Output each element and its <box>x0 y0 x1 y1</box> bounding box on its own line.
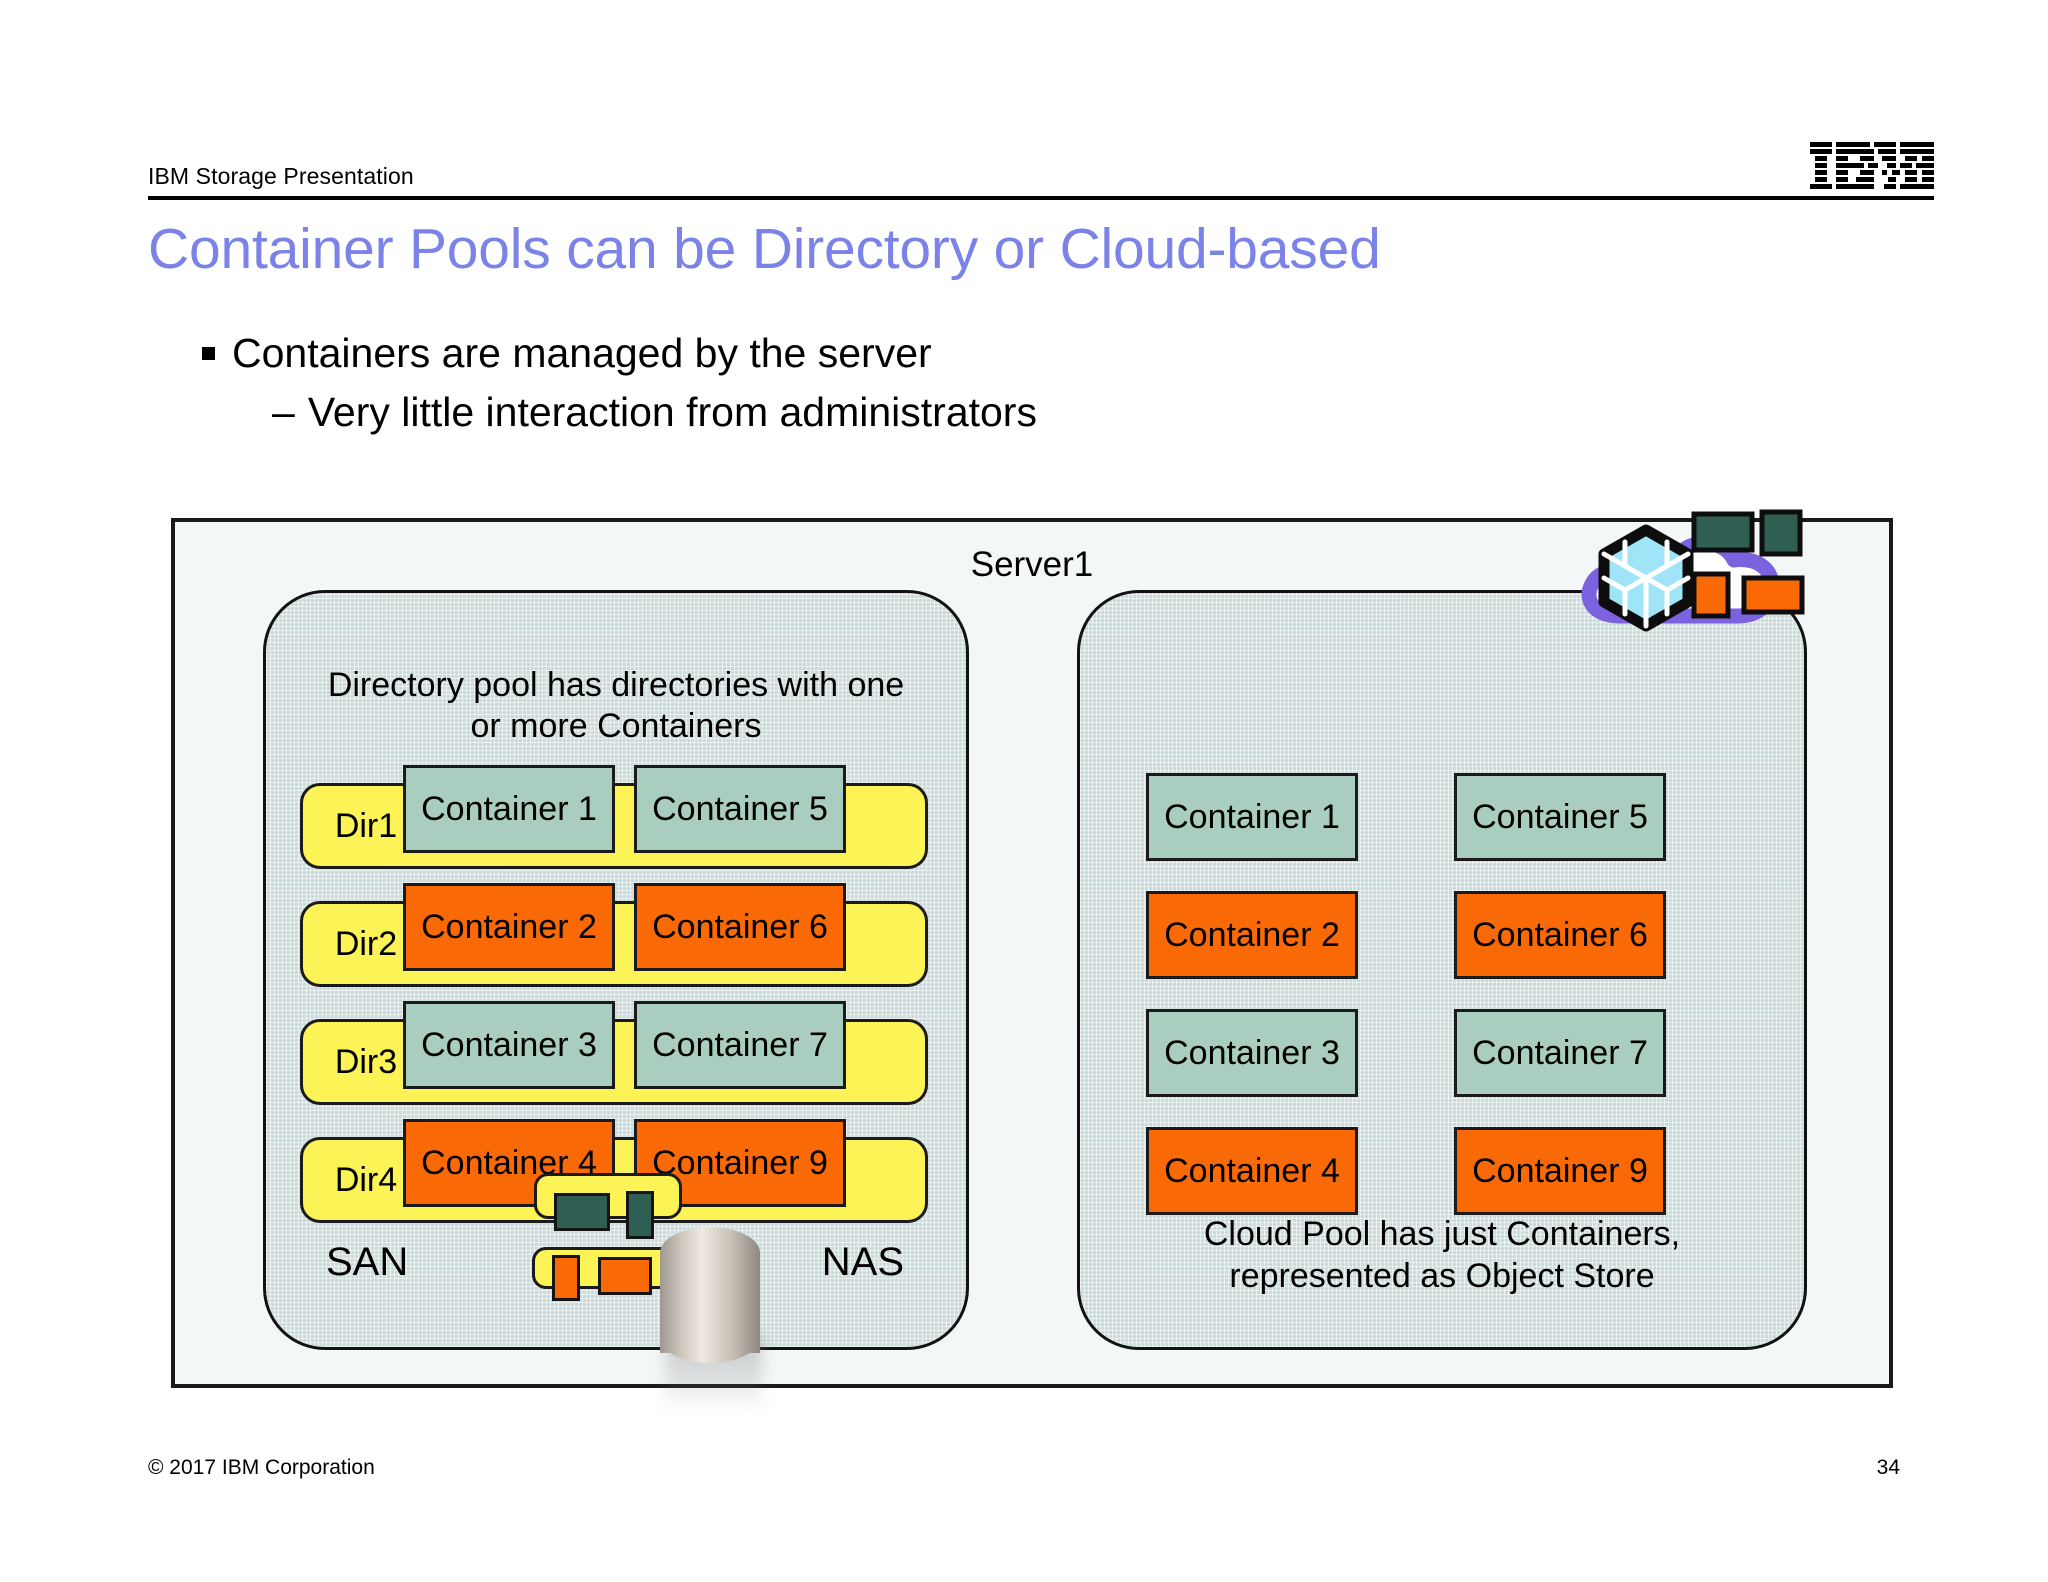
nas-label: NAS <box>821 1240 904 1284</box>
object-box-green <box>1691 511 1755 553</box>
container-box: Container 1 <box>1146 773 1358 861</box>
cloud-pool-caption: Cloud Pool has just Containers, represen… <box>1080 1214 1804 1297</box>
disk-stack-icon <box>660 1207 766 1413</box>
directory-row: Dir2 Container 2 Container 6 <box>300 883 928 987</box>
cloud-pool-caption-line1: Cloud Pool has just Containers, <box>1203 1215 1681 1254</box>
footer-page-number: 34 <box>1876 1456 1900 1479</box>
directory-pool-caption: Directory pool has directories with one … <box>266 665 966 748</box>
container-box: Container 6 <box>634 883 846 971</box>
cloud-pool-caption-line2: represented as Object Store <box>1229 1256 1655 1295</box>
container-box: Container 9 <box>634 1119 846 1207</box>
cube-icon <box>1598 524 1694 632</box>
page-title: Container Pools can be Directory or Clou… <box>148 217 1381 281</box>
presentation-header-label: IBM Storage Presentation <box>148 163 414 189</box>
container-box: Container 3 <box>1146 1009 1358 1097</box>
directory-pool-panel: Directory pool has directories with one … <box>263 590 969 1413</box>
bullet-level-1-text: Containers are managed by the server <box>232 330 932 376</box>
container-box: Container 4 <box>1146 1127 1358 1215</box>
directory-pool-caption-line2: or more Containers <box>470 707 762 746</box>
container-box: Container 5 <box>634 765 846 853</box>
cloud-pool-panel: Container 1 Container 5 Container 2 Cont… <box>1077 590 1807 1350</box>
server-label: Server1 <box>970 545 1094 584</box>
bullet-level-1: Containers are managed by the server <box>202 330 932 377</box>
container-box: Container 9 <box>1454 1127 1666 1215</box>
object-box-green <box>626 1191 654 1239</box>
directory-label: Dir1 <box>334 806 398 845</box>
directory-label: Dir3 <box>334 1042 398 1081</box>
container-box: Container 7 <box>634 1001 846 1089</box>
object-box-green <box>1759 509 1803 557</box>
diagram-frame: Server1 Directory pool has directories w… <box>171 509 1893 1413</box>
container-box: Container 2 <box>1146 891 1358 979</box>
directory-pool-caption-line1: Directory pool has directories with one <box>327 666 905 704</box>
ibm-logo-icon <box>1810 142 1934 192</box>
disk-platter <box>660 1227 760 1287</box>
object-box-orange <box>1691 571 1731 619</box>
object-box-orange <box>598 1257 652 1295</box>
container-box: Container 3 <box>403 1001 615 1089</box>
container-box: Container 7 <box>1454 1009 1666 1097</box>
container-box: Container 5 <box>1454 773 1666 861</box>
object-box-green <box>554 1193 610 1231</box>
directory-row: Dir1 Container 1 Container 5 <box>300 765 928 869</box>
footer-copyright: © 2017 IBM Corporation <box>148 1456 375 1479</box>
bullet-level-2-text: Very little interaction from administrat… <box>307 389 1037 435</box>
container-box: Container 1 <box>403 765 615 853</box>
directory-row: Dir3 Container 3 Container 7 <box>300 1001 928 1105</box>
container-box: Container 2 <box>403 883 615 971</box>
bullet-square-icon <box>202 346 215 360</box>
object-box-orange <box>1741 575 1805 615</box>
bullet-level-2: –Very little interaction from administra… <box>272 389 1037 436</box>
directory-label: Dir4 <box>334 1160 398 1199</box>
san-label: SAN <box>326 1240 409 1284</box>
cloud-object-store-icon <box>1548 498 1816 670</box>
bullet-dash-icon: – <box>272 389 295 435</box>
header-divider <box>148 196 1934 200</box>
directory-label: Dir2 <box>334 924 398 963</box>
object-box-orange <box>552 1255 580 1301</box>
container-box: Container 6 <box>1454 891 1666 979</box>
